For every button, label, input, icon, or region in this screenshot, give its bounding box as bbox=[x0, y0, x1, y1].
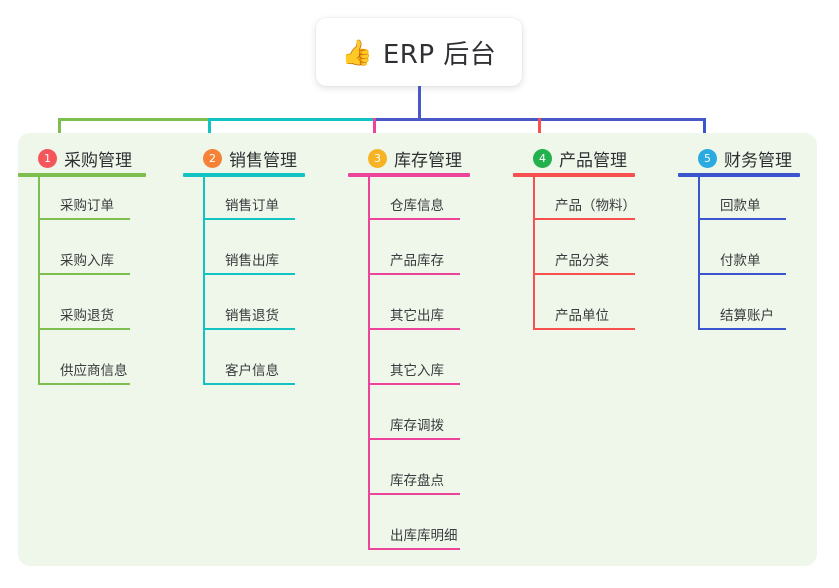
bus-segment-2 bbox=[208, 118, 376, 121]
leaf-item-label: 出库库明细 bbox=[390, 528, 458, 544]
leaf-item-label: 其它入库 bbox=[390, 363, 444, 379]
leaf-item-rule bbox=[38, 328, 130, 330]
mindmap-panel: 1 采购管理采购订单采购入库采购退货供应商信息 2 销售管理销售订单销售出库销售退货客… bbox=[18, 133, 817, 566]
leaf-item-rule bbox=[203, 273, 295, 275]
column-4: 4 产品管理产品（物料） 产品分类产品单位 bbox=[513, 133, 663, 566]
leaf-item-rule bbox=[368, 218, 460, 220]
leaf-item-rule bbox=[533, 328, 635, 330]
leaf-item-rule bbox=[368, 438, 460, 440]
column-index-badge: 5 bbox=[698, 149, 717, 168]
column-spine bbox=[203, 175, 205, 385]
column-index-badge: 3 bbox=[368, 149, 387, 168]
column-header-2[interactable]: 2 销售管理 bbox=[203, 146, 297, 171]
leaf-item-rule bbox=[533, 273, 635, 275]
leaf-item-rule bbox=[368, 328, 460, 330]
leaf-item-rule bbox=[533, 218, 635, 220]
leaf-item-label: 销售退货 bbox=[225, 308, 279, 324]
leaf-item-label: 库存盘点 bbox=[390, 473, 444, 489]
column-spine bbox=[368, 175, 370, 550]
leaf-item-rule bbox=[38, 273, 130, 275]
root-trunk-line bbox=[418, 86, 421, 119]
leaf-item-label: 销售出库 bbox=[225, 253, 279, 269]
leaf-item-rule bbox=[38, 383, 130, 385]
leaf-item-rule bbox=[368, 548, 460, 550]
column-header-rule bbox=[513, 173, 635, 177]
column-header-rule bbox=[348, 173, 470, 177]
column-title: 财务管理 bbox=[724, 151, 792, 171]
column-header-rule bbox=[678, 173, 800, 177]
column-index-badge: 1 bbox=[38, 149, 57, 168]
leaf-item-rule bbox=[38, 218, 130, 220]
column-header-3[interactable]: 3 库存管理 bbox=[368, 146, 462, 171]
column-title: 产品管理 bbox=[559, 151, 627, 171]
leaf-item-label: 销售订单 bbox=[225, 198, 279, 214]
column-title: 采购管理 bbox=[64, 151, 132, 171]
column-2: 2 销售管理销售订单销售出库销售退货客户信息 bbox=[183, 133, 333, 566]
leaf-item-rule bbox=[698, 218, 786, 220]
leaf-item-label: 结算账户 bbox=[720, 308, 774, 324]
leaf-item-rule bbox=[698, 273, 786, 275]
leaf-item-label: 客户信息 bbox=[225, 363, 279, 379]
column-title: 销售管理 bbox=[229, 151, 297, 171]
leaf-item-rule bbox=[203, 218, 295, 220]
leaf-item-label: 库存调拨 bbox=[390, 418, 444, 434]
root-node-card[interactable]: 👍 ERP 后台 bbox=[316, 18, 522, 86]
leaf-item-rule bbox=[368, 493, 460, 495]
column-index-badge: 4 bbox=[533, 149, 552, 168]
leaf-item-rule bbox=[698, 328, 786, 330]
column-header-5[interactable]: 5 财务管理 bbox=[698, 146, 792, 171]
column-spine bbox=[698, 175, 700, 330]
leaf-item-rule bbox=[368, 273, 460, 275]
column-title: 库存管理 bbox=[394, 151, 462, 171]
leaf-item-rule bbox=[203, 328, 295, 330]
leaf-item-label: 付款单 bbox=[720, 253, 761, 269]
root-node-title: ERP 后台 bbox=[382, 39, 497, 70]
column-header-rule bbox=[183, 173, 305, 177]
leaf-item-rule bbox=[203, 383, 295, 385]
leaf-item-label: 回款单 bbox=[720, 198, 761, 214]
leaf-item-label: 采购退货 bbox=[60, 308, 114, 324]
leaf-item-label: 其它出库 bbox=[390, 308, 444, 324]
column-header-4[interactable]: 4 产品管理 bbox=[533, 146, 627, 171]
bus-segment-1 bbox=[58, 118, 211, 121]
column-5: 5 财务管理回款单付款单结算账户 bbox=[678, 133, 828, 566]
leaf-item-rule bbox=[368, 383, 460, 385]
column-header-rule bbox=[18, 173, 146, 177]
column-1: 1 采购管理采购订单采购入库采购退货供应商信息 bbox=[18, 133, 168, 566]
leaf-item-label: 供应商信息 bbox=[60, 363, 128, 379]
leaf-item-label: 采购订单 bbox=[60, 198, 114, 214]
leaf-item-label: 采购入库 bbox=[60, 253, 114, 269]
column-spine bbox=[533, 175, 535, 330]
leaf-item-label: 产品单位 bbox=[555, 308, 609, 324]
leaf-item-label: 产品（物料） bbox=[555, 198, 636, 214]
column-spine bbox=[38, 175, 40, 385]
column-index-badge: 2 bbox=[203, 149, 222, 168]
column-header-1[interactable]: 1 采购管理 bbox=[38, 146, 132, 171]
leaf-item-label: 产品库存 bbox=[390, 253, 444, 269]
column-3: 3 库存管理仓库信息产品库存其它出库其它入库库存调拨库存盘点出库库明细 bbox=[348, 133, 498, 566]
leaf-item-label: 产品分类 bbox=[555, 253, 609, 269]
leaf-item-label: 仓库信息 bbox=[390, 198, 444, 214]
thumbs-up-icon: 👍 bbox=[341, 37, 373, 67]
